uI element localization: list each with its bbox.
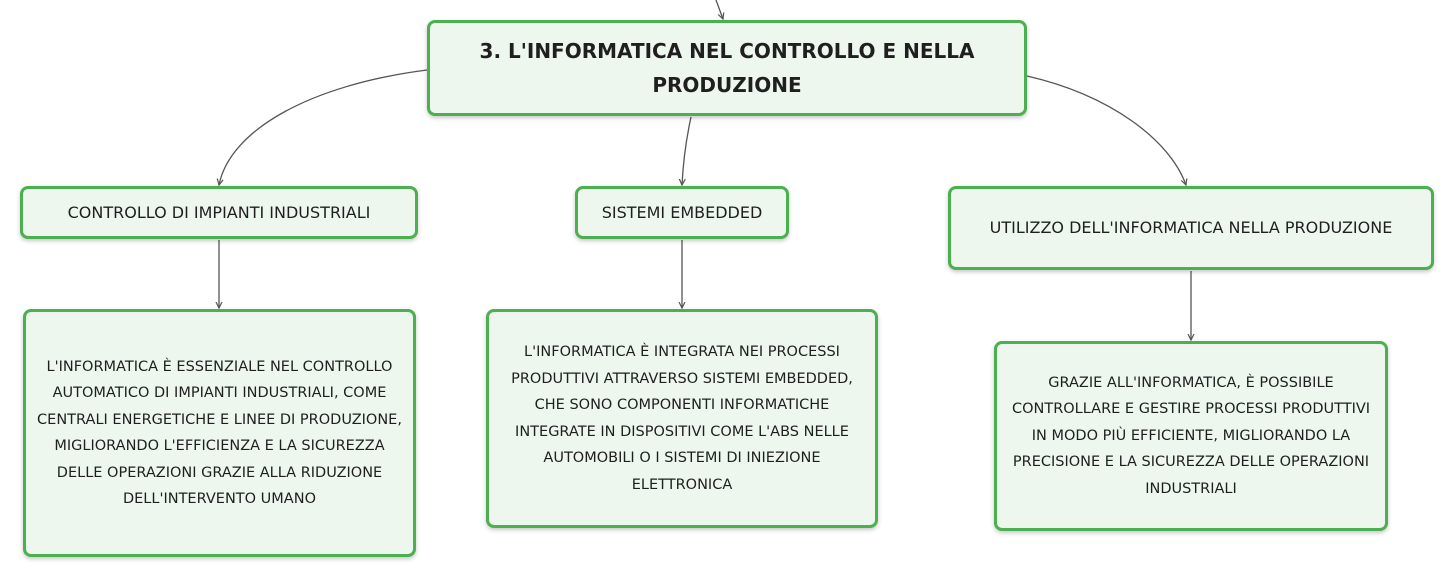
description-sistemi-embedded[interactable]: L'INFORMATICA È INTEGRATA NEI PROCESSI P…	[486, 309, 878, 528]
connector-parent-to-root	[715, 0, 723, 19]
topic-label: CONTROLLO DI IMPIANTI INDUSTRIALI	[67, 202, 371, 222]
topic-utilizzo-informatica[interactable]: UTILIZZO DELL'INFORMATICA NELLA PRODUZIO…	[948, 186, 1434, 270]
topic-controllo-impianti[interactable]: CONTROLLO DI IMPIANTI INDUSTRIALI	[20, 186, 418, 239]
description-text: GRAZIE ALL'INFORMATICA, È POSSIBILE CONT…	[1011, 374, 1371, 497]
topic-sistemi-embedded[interactable]: SISTEMI EMBEDDED	[575, 186, 789, 239]
description-text: L'INFORMATICA È ESSENZIALE NEL CONTROLLO…	[37, 358, 402, 508]
root-topic-title: 3. L'INFORMATICA NEL CONTROLLO E NELLA P…	[479, 39, 975, 97]
connector-root-to-topic-3	[1026, 75, 1186, 185]
connector-root-to-topic-1	[219, 69, 428, 185]
description-controllo-impianti[interactable]: L'INFORMATICA È ESSENZIALE NEL CONTROLLO…	[23, 309, 416, 557]
root-topic[interactable]: 3. L'INFORMATICA NEL CONTROLLO E NELLA P…	[427, 20, 1027, 116]
description-utilizzo-informatica[interactable]: GRAZIE ALL'INFORMATICA, È POSSIBILE CONT…	[994, 341, 1388, 531]
description-text: L'INFORMATICA È INTEGRATA NEI PROCESSI P…	[511, 344, 853, 493]
topic-label: SISTEMI EMBEDDED	[601, 202, 763, 222]
connector-root-to-topic-2	[682, 116, 692, 185]
topic-label: UTILIZZO DELL'INFORMATICA NELLA PRODUZIO…	[989, 218, 1393, 237]
